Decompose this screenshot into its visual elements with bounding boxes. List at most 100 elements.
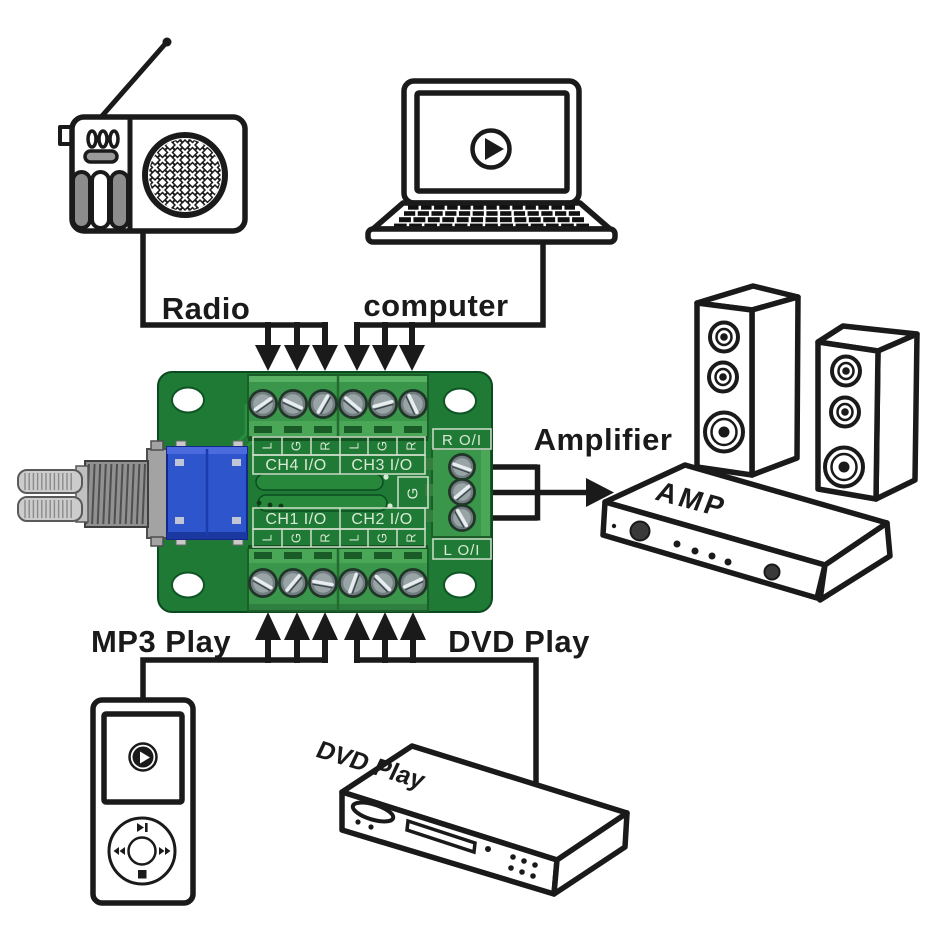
volume-potentiometer[interactable] xyxy=(17,440,248,547)
thread-line xyxy=(96,463,102,525)
terminal-screw[interactable] xyxy=(338,389,368,419)
pot-tab xyxy=(150,440,164,451)
dvd-eject-button[interactable] xyxy=(350,799,396,826)
speaker-left-icon xyxy=(694,283,801,478)
amplifier-label: Amplifier xyxy=(534,422,673,457)
pin-label: L xyxy=(347,534,362,541)
terminal-screw[interactable] xyxy=(448,504,476,532)
mounting-hole xyxy=(171,386,205,414)
pin-label: G xyxy=(375,533,390,543)
wire-slot xyxy=(284,426,302,433)
audio-selector-board: CH4 I/O CH3 I/O CH1 I/O CH2 I/O R O/I L … xyxy=(17,371,493,613)
radio-display xyxy=(83,149,119,164)
laptop-key xyxy=(528,217,541,223)
mp3-player-icon xyxy=(90,697,196,906)
pin-label: R xyxy=(318,533,333,542)
mp3-label: MP3 Play xyxy=(91,624,231,659)
terminal-screw[interactable] xyxy=(368,389,398,419)
speaker-drivers xyxy=(823,354,865,489)
terminal-screw[interactable] xyxy=(398,568,428,598)
terminal-screw[interactable] xyxy=(248,389,278,419)
laptop-key xyxy=(512,205,523,210)
laptop-key xyxy=(399,217,411,223)
laptop-key xyxy=(421,205,432,210)
wire-slot xyxy=(284,552,302,559)
via xyxy=(267,502,273,508)
input-arrow-up xyxy=(312,612,338,663)
terminal-screw[interactable] xyxy=(248,568,278,598)
laptop-key xyxy=(472,211,484,216)
dvd-side-face xyxy=(551,810,630,897)
laptop-key xyxy=(500,223,514,229)
play-triangle xyxy=(485,138,504,160)
laptop-key xyxy=(530,223,544,229)
speaker-right-icon xyxy=(815,323,920,502)
amp-knob[interactable] xyxy=(629,520,651,542)
dvd-disc-tray[interactable] xyxy=(405,818,477,855)
amp-power-button[interactable] xyxy=(763,563,781,581)
laptop-key xyxy=(456,217,469,223)
input-arrow-down xyxy=(312,322,338,371)
laptop-key xyxy=(409,223,422,229)
signal-arrows xyxy=(255,322,426,663)
laptop-key xyxy=(460,205,471,210)
ch1-label: CH1 I/O xyxy=(265,511,326,528)
pin-label: R xyxy=(404,533,419,542)
pin-label: L xyxy=(260,534,275,541)
input-arrow-up xyxy=(372,612,398,663)
terminal-screw[interactable] xyxy=(308,389,338,419)
mounting-hole xyxy=(171,571,205,599)
input-arrow-down xyxy=(284,322,310,371)
top-terminal-block xyxy=(247,374,429,441)
left-out-label: L O/I xyxy=(444,542,481,559)
amp-controls xyxy=(611,520,781,581)
laptop-key xyxy=(499,205,510,210)
laptop-key xyxy=(439,223,453,229)
mounting-hole xyxy=(443,387,477,415)
laptop-key xyxy=(515,223,529,229)
terminal-screw[interactable] xyxy=(308,568,338,598)
laptop-key xyxy=(486,211,498,216)
thread-line xyxy=(107,463,113,525)
terminal-screw[interactable] xyxy=(278,389,308,419)
pin-label: G xyxy=(375,441,390,451)
terminal-screw[interactable] xyxy=(368,568,398,598)
laptop-key xyxy=(442,217,455,223)
laptop-key xyxy=(404,211,416,216)
input-arrow-down xyxy=(372,322,398,371)
laptop-key xyxy=(427,217,440,223)
silkscreen: CH4 I/O CH3 I/O CH1 I/O CH2 I/O R O/I L … xyxy=(252,428,492,560)
terminal-screw[interactable] xyxy=(398,389,428,419)
speaker-drivers xyxy=(703,320,745,454)
laptop-key xyxy=(545,223,559,229)
dvd-front-controls xyxy=(350,799,538,879)
pot-body xyxy=(166,440,248,546)
laptop-key xyxy=(561,223,574,229)
laptop-key xyxy=(500,211,512,216)
mp3-play-ring xyxy=(128,742,158,772)
laptop-key xyxy=(431,211,443,216)
ch3-label: CH3 I/O xyxy=(351,457,412,474)
terminal-screw[interactable] xyxy=(448,478,476,506)
right-out-label: R O/I xyxy=(442,432,482,449)
thread-line xyxy=(91,463,96,525)
input-arrow-up xyxy=(284,612,310,663)
thread-line xyxy=(102,463,107,525)
laptop-key xyxy=(424,223,438,229)
terminal-screw[interactable] xyxy=(338,568,368,598)
terminal-screw[interactable] xyxy=(448,453,476,481)
mp3-center-button[interactable] xyxy=(127,836,157,866)
laptop-key xyxy=(458,211,471,216)
laptop-key xyxy=(408,205,419,210)
wire-slot xyxy=(404,552,422,559)
mp3-play-triangle xyxy=(140,751,150,764)
computer-wire xyxy=(356,241,546,328)
pin-label: G xyxy=(289,441,304,451)
ch4-label: CH4 I/O xyxy=(265,457,326,474)
input-arrow-down xyxy=(399,322,425,371)
laptop-key xyxy=(557,217,570,223)
terminal-screw[interactable] xyxy=(278,568,308,598)
thread-line xyxy=(135,463,141,525)
